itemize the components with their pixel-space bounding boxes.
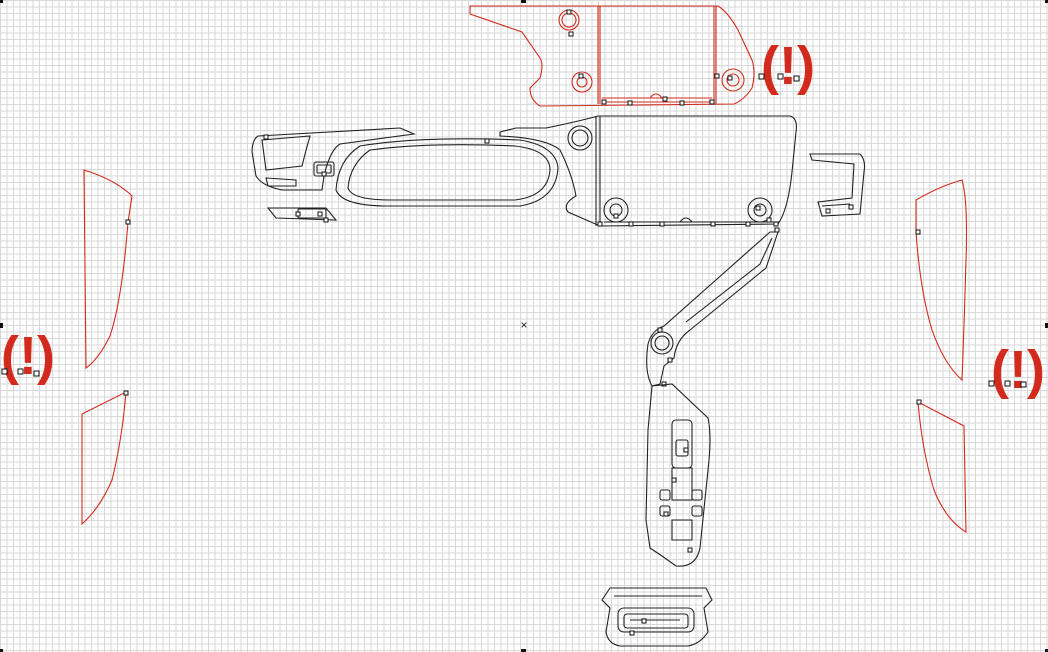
handle-top[interactable] [521,0,526,3]
warning-top[interactable]: (!) [758,36,815,96]
warning-left[interactable]: (!) [1,326,55,386]
warning-icon: (!) [1,326,55,386]
handle-right[interactable] [1045,323,1048,328]
dashboard-nodes[interactable] [263,134,779,227]
handle-top-right[interactable] [1045,0,1048,3]
panel-nodes[interactable] [566,9,733,106]
left-pillar-upper[interactable] [83,169,133,370]
armrest-panel[interactable] [645,383,711,567]
dashboard-panel[interactable] [251,115,797,227]
right-pillar-lower[interactable] [916,399,967,533]
left-pillar-lower[interactable] [81,390,129,526]
handle-bottom-right[interactable] [1045,649,1048,652]
handle-bottom[interactable] [521,649,526,652]
upper-screen-panel[interactable] [469,5,755,107]
handle-bottom-left[interactable] [0,649,3,652]
center-marker: × [520,318,527,332]
right-pillar-upper[interactable] [915,179,968,382]
warning-right[interactable]: (!) [988,340,1045,400]
bottom-console-vent[interactable] [601,587,713,647]
handle-top-left[interactable] [0,0,3,3]
warning-icon: (!) [761,36,815,96]
center-console-arm[interactable] [646,227,780,387]
handle-left[interactable] [0,323,3,328]
warning-icon: (!) [991,340,1045,400]
right-vent-trim[interactable] [809,153,866,217]
